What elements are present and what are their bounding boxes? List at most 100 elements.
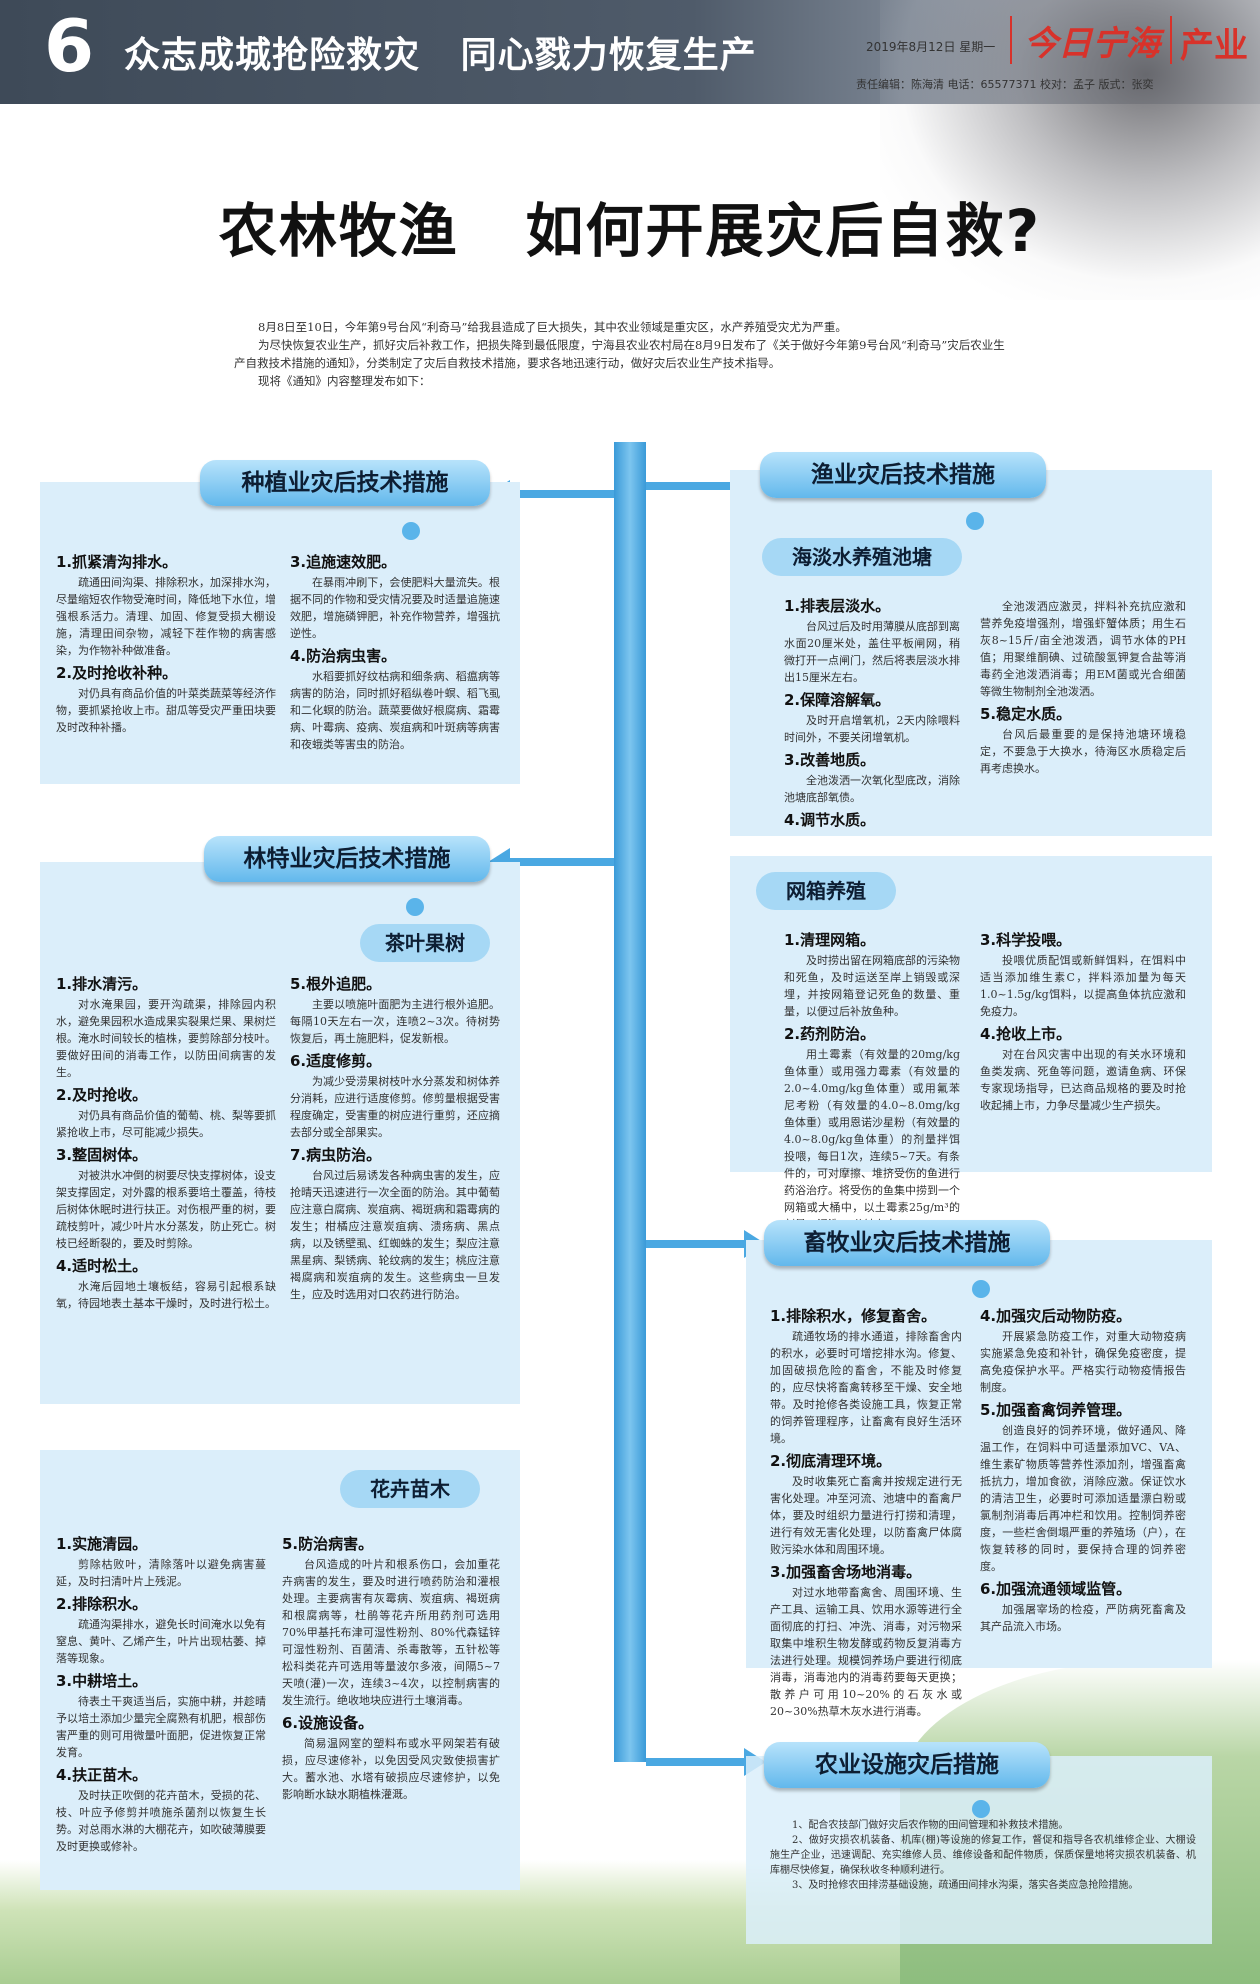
flowers-column-right: 5.防治病害。 台风造成的叶片和根系伤口，会加重花卉病害的发生，要及时进行喷药防… bbox=[282, 1530, 500, 1803]
issue-date: 2019年8月12日 星期一 bbox=[866, 40, 996, 54]
fishery-panel bbox=[730, 470, 1212, 836]
livestock-item-body: 开展紧急防疫工作，对重大动物疫病实施紧急免疫和补针，确保免疫密度，提高免疫保护水… bbox=[980, 1330, 1186, 1394]
flow-branch bbox=[508, 858, 614, 866]
planting-item-title: 4.防治病虫害。 bbox=[290, 647, 397, 665]
netcage-item-body: 对在台风灾害中出现的有关水环境和鱼类发病、死鱼等问题，邀请鱼病、环保专家现场指导… bbox=[980, 1048, 1186, 1112]
forestry-heading: 林特业灾后技术措施 bbox=[204, 836, 490, 882]
facilities-heading: 农业设施灾后措施 bbox=[764, 1742, 1050, 1788]
netcage-column-left: 1.清理网箱。 及时捞出留在网箱底部的污染物和死鱼，及时运送至岸上销毁或深埋，并… bbox=[784, 926, 960, 1233]
forestry-item-title: 3.整固树体。 bbox=[56, 1146, 148, 1164]
bubble-icon bbox=[406, 898, 424, 916]
flowers-item-body: 及时扶正吹倒的花卉苗木，受损的花、枝、叶应予修剪并喷施杀菌剂以恢复生长势。对总雨… bbox=[56, 1789, 266, 1853]
forestry-subheading: 茶叶果树 bbox=[360, 924, 490, 962]
forestry-item-body: 对仍具有商品价值的葡萄、桃、梨等要抓紧抢收上市，尽可能减少损失。 bbox=[56, 1109, 276, 1139]
planting-item-title: 2.及时抢收补种。 bbox=[56, 664, 178, 682]
forestry-item-body: 台风过后易诱发各种病虫害的发生，应抢晴天迅速进行一次全面的防治。其中葡萄应注意白… bbox=[290, 1169, 500, 1301]
fishery-heading: 渔业灾后技术措施 bbox=[760, 452, 1046, 498]
planting-item-body: 在暴雨冲刷下，会使肥料大量流失。根据不同的作物和受灾情况要及时适量追施速效肥，增… bbox=[290, 576, 500, 640]
page-number: 6 bbox=[44, 4, 95, 88]
header-divider bbox=[1170, 16, 1172, 64]
livestock-item-title: 2.彻底清理环境。 bbox=[770, 1452, 892, 1470]
netcage-subheading: 网箱养殖 bbox=[756, 872, 896, 910]
forestry-column-left: 1.排水清污。 对水淹果园，要开沟疏渠，排除园内积水，避免果园积水造成果实裂果烂… bbox=[56, 970, 276, 1312]
fishery-item-body: 及时开启增氧机，2天内除喂料时间外，不要关闭增氧机。 bbox=[784, 714, 960, 744]
fishery-item-body: 全池泼洒应激灵，拌料补充抗应激和营养免疫增强剂，增强虾蟹体质；用生石灰8~15斤… bbox=[980, 600, 1186, 698]
bubble-icon bbox=[972, 1800, 990, 1818]
flowers-item-title: 1.实施清园。 bbox=[56, 1535, 148, 1553]
fishery-item-body: 台风后最重要的是保持池塘环境稳定，不要急于大换水，待海区水质稳定后再考虑换水。 bbox=[980, 728, 1186, 775]
header-title: 众志成城抢险救灾 同心戮力恢复生产 bbox=[124, 35, 757, 76]
forestry-item-title: 4.适时松土。 bbox=[56, 1257, 148, 1275]
flow-trunk bbox=[614, 442, 646, 1762]
fishery-column-right: 全池泼洒应激灵，拌料补充抗应激和营养免疫增强剂，增强虾蟹体质；用生石灰8~15斤… bbox=[980, 598, 1186, 777]
livestock-column-left: 1.排除积水，修复畜舍。 疏通牧场的排水通道，排除畜舍内的积水，必要时可增挖排水… bbox=[770, 1302, 962, 1720]
livestock-heading: 畜牧业灾后技术措施 bbox=[764, 1220, 1050, 1266]
flow-branch bbox=[646, 1240, 746, 1248]
fishery-item-title: 2.保障溶解氧。 bbox=[784, 691, 891, 709]
netcage-item-title: 4.抢收上市。 bbox=[980, 1025, 1072, 1043]
planting-column-right: 3.追施速效肥。 在暴雨冲刷下，会使肥料大量流失。根据不同的作物和受灾情况要及时… bbox=[290, 548, 500, 753]
planting-item-body: 对仍具有商品价值的叶菜类蔬菜等经济作物，要抓紧抢收上市。甜瓜等受灾严重田块要及时… bbox=[56, 687, 276, 734]
netcage-item-body: 投喂优质配饵或新鲜饵料，在饵料中适当添加维生素C，拌料添加量为每天1.0~1.5… bbox=[980, 954, 1186, 1018]
livestock-item-title: 1.排除积水，修复畜舍。 bbox=[770, 1307, 937, 1325]
facilities-paragraph: 1、配合农技部门做好灾后农作物的田间管理和补救技术措施。 bbox=[792, 1820, 1069, 1831]
fishery-item-title: 3.改善地质。 bbox=[784, 751, 876, 769]
livestock-item-body: 疏通牧场的排水通道，排除畜舍内的积水，必要时可增挖排水沟。修复、加固破损危险的畜… bbox=[770, 1330, 962, 1445]
section-name: 产业 bbox=[1180, 26, 1248, 66]
fishery-item-title: 1.排表层淡水。 bbox=[784, 597, 891, 615]
flow-branch bbox=[646, 1758, 746, 1766]
forestry-item-body: 为减少受涝果树枝叶水分蒸发和树体养分消耗，应进行适度修剪。修剪量根据受害程度确定… bbox=[290, 1075, 500, 1139]
flowers-item-title: 5.防治病害。 bbox=[282, 1535, 374, 1553]
forestry-item-body: 对被洪水冲倒的树要尽快支撑树体，设支架支撑固定，对外露的根系要培土覆盖，待枝后树… bbox=[56, 1169, 276, 1250]
flowers-item-body: 简易温网室的塑料布或水平网架若有破损，应尽速修补，以免因受风灾致使损害扩大。蓄水… bbox=[282, 1737, 500, 1801]
livestock-item-body: 加强屠宰场的检疫，严防病死畜禽及其产品流入市场。 bbox=[980, 1603, 1186, 1633]
bubble-icon bbox=[966, 512, 984, 530]
typhoon-cloud-image bbox=[880, 0, 1260, 300]
flow-branch bbox=[646, 482, 746, 490]
newspaper-logo: 今日宁海 bbox=[1024, 24, 1160, 64]
fishery-item-body: 台风过后及时用薄膜从底部到离水面20厘米处，盖住平板闸网，稍微打开一点闸门，然后… bbox=[784, 620, 960, 684]
netcage-item-body: 用土霉素（有效量的20mg/kg鱼体重）或用强力霉素（有效量的2.0~4.0mg… bbox=[784, 1048, 960, 1231]
forestry-item-body: 对水淹果园，要开沟疏渠，排除园内积水，避免果园积水造成果实裂果烂果、果树烂根。淹… bbox=[56, 998, 276, 1079]
fishery-subheading: 海淡水养殖池塘 bbox=[762, 538, 962, 576]
forestry-item-body: 水淹后园地土壤板结，容易引起根系缺氧，待园地表土基本干燥时，及时进行松土。 bbox=[56, 1280, 276, 1310]
forestry-item-body: 主要以喷施叶面肥为主进行根外追肥。每隔10天左右一次，连喷2~3次。待树势恢复后… bbox=[290, 998, 500, 1045]
bubble-icon bbox=[402, 522, 420, 540]
livestock-column-right: 4.加强灾后动物防疫。 开展紧急防疫工作，对重大动物疫病实施紧急免疫和补针，确保… bbox=[980, 1302, 1186, 1635]
intro-text: 8月8日至10日，今年第9号台风“利奇马”给我县造成了巨大损失，其中农业领域是重… bbox=[234, 318, 1010, 390]
flowers-item-body: 疏通沟渠排水，避免长时间淹水以免有窒息、黄叶、乙烯产生，叶片出现枯萎、掉落等现象… bbox=[56, 1618, 266, 1665]
livestock-item-body: 及时收集死亡畜禽并按规定进行无害化处理。冲至河流、池塘中的畜禽尸体，要及时组织力… bbox=[770, 1475, 962, 1556]
forestry-item-title: 2.及时抢收。 bbox=[56, 1086, 148, 1104]
planting-heading: 种植业灾后技术措施 bbox=[200, 460, 490, 506]
flowers-item-title: 2.排除积水。 bbox=[56, 1595, 148, 1613]
intro-paragraph: 现将《通知》内容整理发布如下： bbox=[258, 374, 431, 388]
header-divider bbox=[1010, 16, 1012, 64]
netcage-item-title: 3.科学投喂。 bbox=[980, 931, 1072, 949]
planting-item-body: 疏通田间沟渠、排除积水，加深排水沟，尽量缩短农作物受淹时间，降低地下水位，增强根… bbox=[56, 576, 276, 657]
fishery-column-left: 1.排表层淡水。 台风过后及时用薄膜从底部到离水面20厘米处，盖住平板闸网，稍微… bbox=[784, 592, 960, 832]
facilities-paragraph: 2、做好灾损农机装备、机库(棚)等设施的修复工作，督促和指导各农机维修企业、大棚… bbox=[770, 1835, 1196, 1876]
netcage-item-title: 2.药剂防治。 bbox=[784, 1025, 876, 1043]
editor-credits: 责任编辑：陈海清 电话：65577371 校对：孟子 版式：张奕 bbox=[856, 78, 1154, 91]
planting-panel bbox=[40, 482, 520, 784]
planting-item-title: 3.追施速效肥。 bbox=[290, 553, 397, 571]
forestry-item-title: 6.适度修剪。 bbox=[290, 1052, 382, 1070]
netcage-item-body: 及时捞出留在网箱底部的污染物和死鱼，及时运送至岸上销毁或深埋，并按网箱登记死鱼的… bbox=[784, 954, 960, 1018]
livestock-item-body: 对过水地带畜禽舍、周围环境、生产工具、运输工具、饮用水源等进行全面彻底的打扫、冲… bbox=[770, 1586, 962, 1718]
livestock-item-title: 3.加强畜舍场地消毒。 bbox=[770, 1563, 922, 1581]
bubble-icon bbox=[972, 1280, 990, 1298]
planting-column-left: 1.抓紧清沟排水。 疏通田间沟渠、排除积水，加深排水沟，尽量缩短农作物受淹时间，… bbox=[56, 548, 276, 736]
flowers-item-title: 6.设施设备。 bbox=[282, 1714, 374, 1732]
livestock-item-body: 创造良好的饲养环境，做好通风、降温工作，在饲料中可适量添加VC、VA、维生素矿物… bbox=[980, 1424, 1186, 1573]
netcage-item-title: 1.清理网箱。 bbox=[784, 931, 876, 949]
flowers-column-left: 1.实施清园。 剪除枯败叶，清除落叶以避免病害蔓延，及时扫清叶片上残泥。 2.排… bbox=[56, 1530, 266, 1855]
intro-paragraph: 8月8日至10日，今年第9号台风“利奇马”给我县造成了巨大损失，其中农业领域是重… bbox=[258, 320, 847, 334]
planting-item-title: 1.抓紧清沟排水。 bbox=[56, 553, 178, 571]
planting-item-body: 水稻要抓好纹枯病和细条病、稻瘟病等病害的防治，同时抓好稻纵卷叶螟、稻飞虱和二化螟… bbox=[290, 670, 500, 751]
flowers-item-body: 待表土干爽适当后，实施中耕，并趁晴予以培土添加少量完全腐熟有机肥，根部伤害严重的… bbox=[56, 1695, 266, 1759]
flowers-item-title: 4.扶正苗木。 bbox=[56, 1766, 148, 1784]
fishery-item-title: 4.调节水质。 bbox=[784, 811, 876, 829]
livestock-panel bbox=[746, 1240, 1212, 1668]
flowers-item-body: 台风造成的叶片和根系伤口，会加重花卉病害的发生，要及时进行喷药防治和灌根处理。主… bbox=[282, 1558, 500, 1707]
livestock-item-title: 4.加强灾后动物防疫。 bbox=[980, 1307, 1132, 1325]
